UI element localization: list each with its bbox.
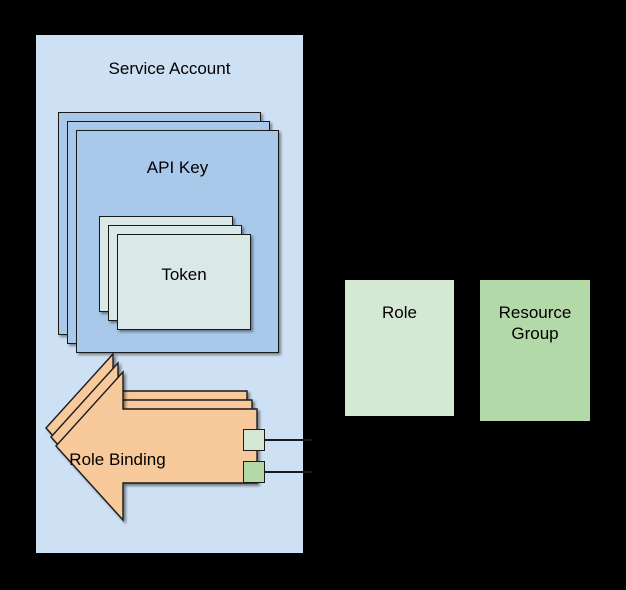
role-binding-label: Role Binding bbox=[69, 450, 166, 469]
token-card-front[interactable]: Token bbox=[117, 234, 251, 330]
service-account-label: Service Account bbox=[108, 59, 231, 78]
role-box[interactable]: Role bbox=[345, 280, 454, 416]
token-stack[interactable]: Token bbox=[99, 216, 254, 332]
token-label: Token bbox=[161, 265, 207, 284]
connector-role-binding-to-resource-group bbox=[264, 471, 312, 474]
api-key-label: API Key bbox=[146, 158, 209, 177]
resource-group-box[interactable]: Resource Group bbox=[480, 280, 590, 421]
role-binding-arrow-shape bbox=[45, 352, 258, 522]
role-chip[interactable] bbox=[243, 429, 265, 451]
role-binding-stack[interactable] bbox=[45, 352, 291, 536]
resource-group-chip[interactable] bbox=[243, 461, 265, 483]
connector-role-binding-to-role bbox=[264, 439, 312, 442]
